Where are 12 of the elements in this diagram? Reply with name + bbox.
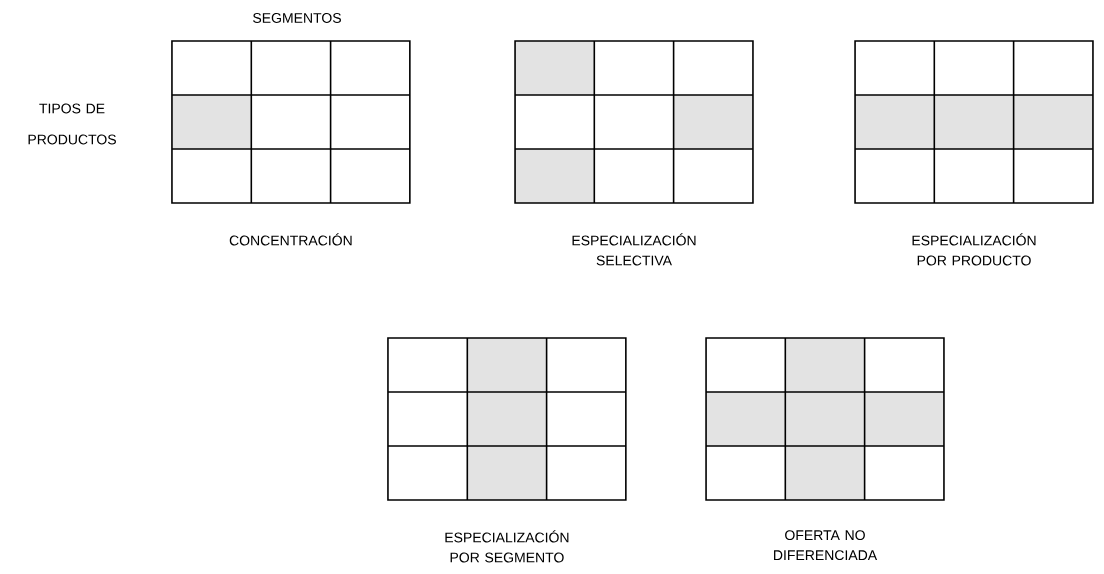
matrix-grid [854,40,1094,204]
axis-label: SEGMENTOS [253,13,341,23]
axis-label: TIPOS DE PRODUCTOS [28,103,116,145]
grid-caption: ESPECIALIZACIÓN POR SEGMENTO [445,530,569,563]
matrix-grid [705,337,945,501]
grid-caption: ESPECIALIZACIÓN SELECTIVA [572,233,696,266]
grid-caption: OFERTA NO DIFERENCIADA [774,530,878,561]
grid-caption: CONCENTRACIÓN [229,233,352,246]
grid-caption: ESPECIALIZACIÓN POR PRODUCTO [912,233,1036,266]
matrix-grid [514,40,754,204]
matrix-grid [171,40,411,204]
matrix-grid [387,337,627,501]
